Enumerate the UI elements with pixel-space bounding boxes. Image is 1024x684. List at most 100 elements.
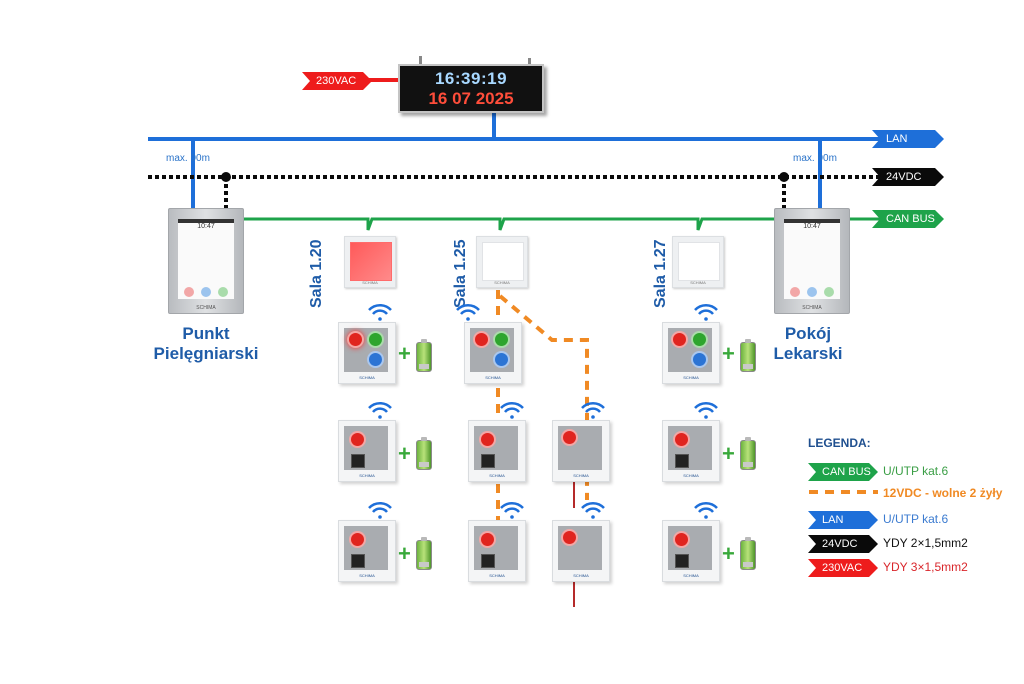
- wifi-icon: [456, 303, 480, 321]
- module-brand: SCHIMA: [485, 375, 501, 380]
- plus-icon: +: [398, 341, 411, 366]
- legend-dc12-line: [809, 490, 878, 494]
- room-module-1-20: SCHIMA: [338, 322, 396, 384]
- room-label-1-20: Sala 1.20: [308, 239, 325, 309]
- doctor-button-icon: [367, 351, 384, 368]
- module-brand: SCHIMA: [359, 573, 375, 578]
- doctor-title-line2: Lekarski: [773, 344, 843, 363]
- legend-can-tag: CAN BUS: [808, 463, 878, 481]
- module-brand: SCHIMA: [573, 573, 589, 578]
- doctor-button-icon: [493, 351, 510, 368]
- bathroom-pull-cord-point: SCHIMA: [552, 520, 610, 582]
- wifi-icon: [694, 303, 718, 321]
- panel-blue-icon: [807, 287, 817, 297]
- nurse-station-panel: 10:47 SCHIMA: [168, 208, 244, 314]
- battery-icon: [740, 437, 756, 470]
- wifi-icon: [500, 501, 524, 519]
- lamp-brand: SCHIMA: [690, 280, 706, 285]
- bed-call-point: SCHIMA: [468, 420, 526, 482]
- panel-screen-time: 10:47: [197, 223, 215, 230]
- presence-button-icon: [367, 331, 384, 348]
- nurse-call-socket-icon: [351, 554, 365, 568]
- nurse-title-line1: Punkt: [182, 324, 230, 343]
- doctor-room-panel: 10:47 SCHIMA: [774, 208, 850, 314]
- nurse-call-socket-icon: [481, 454, 495, 468]
- distance-label-doctor: max. 90m: [793, 153, 837, 164]
- module-brand: SCHIMA: [683, 375, 699, 380]
- nurse-call-socket-icon: [675, 454, 689, 468]
- display-date: 16 07 2025: [428, 89, 514, 108]
- wifi-icon: [368, 401, 392, 419]
- wifi-icon: [581, 501, 605, 519]
- led-clock-display: 16:39:19 16 07 2025: [398, 64, 544, 113]
- can-bus-line: [244, 217, 778, 231]
- module-brand: SCHIMA: [683, 573, 699, 578]
- legend-ac230-tag: 230VAC: [808, 559, 878, 577]
- legend-ac230-text: YDY 3×1,5mm2: [883, 560, 968, 574]
- lamp-brand: SCHIMA: [362, 280, 378, 285]
- panel-screen-time: 10:47: [803, 223, 821, 230]
- corridor-lamp-1-25: SCHIMA: [476, 236, 528, 288]
- doctor-room-title: Pokój Lekarski: [738, 324, 878, 364]
- call-button-icon: [561, 429, 578, 446]
- legend-lan-tag: LAN: [808, 511, 878, 529]
- bathroom-pull-cord-point: SCHIMA: [552, 420, 610, 482]
- room-module-1-27: SCHIMA: [662, 322, 720, 384]
- call-button-icon: [479, 531, 496, 548]
- module-brand: SCHIMA: [573, 473, 589, 478]
- panel-screen: [178, 219, 234, 299]
- plus-icon: +: [398, 541, 411, 566]
- module-brand: SCHIMA: [683, 473, 699, 478]
- wifi-icon: [368, 501, 392, 519]
- can-bus-tag: CAN BUS: [872, 210, 944, 228]
- panel-brand: SCHIMA: [196, 305, 216, 311]
- ac230-tag: 230VAC: [302, 72, 372, 90]
- display-time: 16:39:19: [434, 69, 508, 88]
- legend-dc24-text: YDY 2×1,5mm2: [883, 536, 968, 550]
- battery-icon: [416, 437, 432, 470]
- bed-call-point: SCHIMA: [468, 520, 526, 582]
- battery-icon: [416, 537, 432, 570]
- panel-green-icon: [824, 287, 834, 297]
- room-label-1-25: Sala 1.25: [452, 239, 469, 309]
- call-button-icon: [671, 331, 688, 348]
- nurse-call-socket-icon: [351, 454, 365, 468]
- wifi-icon: [581, 401, 605, 419]
- legend-dc12-text: 12VDC - wolne 2 żyły: [883, 486, 1003, 500]
- call-button-icon: [349, 531, 366, 548]
- doctor-title-line1: Pokój: [784, 324, 832, 343]
- bed-call-point: SCHIMA: [662, 420, 720, 482]
- module-brand: SCHIMA: [489, 573, 505, 578]
- panel-red-icon: [184, 287, 194, 297]
- legend-lan-text: U/UTP kat.6: [883, 512, 949, 526]
- panel-green-icon: [218, 287, 228, 297]
- display-mount-left: [419, 56, 422, 64]
- room-module-1-25: SCHIMA: [464, 322, 522, 384]
- corridor-lamp-1-20: SCHIMA: [344, 236, 396, 288]
- bed-call-point: SCHIMA: [338, 520, 396, 582]
- module-brand: SCHIMA: [359, 473, 375, 478]
- wifi-icon: [694, 501, 718, 519]
- display-mount-right: [528, 58, 531, 66]
- call-button-icon: [673, 431, 690, 448]
- corridor-lamp-1-27: SCHIMA: [672, 236, 724, 288]
- nurse-call-socket-icon: [481, 554, 495, 568]
- call-button-icon: [673, 531, 690, 548]
- lan-bus-tag: LAN: [872, 130, 944, 148]
- legend-dc24-tag: 24VDC: [808, 535, 878, 553]
- nurse-title-line2: Pielęgniarski: [153, 344, 259, 363]
- wifi-icon: [694, 401, 718, 419]
- plus-icon: +: [722, 341, 735, 366]
- room-label-1-27: Sala 1.27: [652, 239, 669, 309]
- panel-blue-icon: [201, 287, 211, 297]
- call-button-icon: [479, 431, 496, 448]
- nurse-station-title: Punkt Pielęgniarski: [126, 324, 286, 364]
- call-button-icon: [347, 331, 364, 348]
- plus-icon: +: [722, 441, 735, 466]
- legend-can-text: U/UTP kat.6: [883, 464, 949, 478]
- wifi-icon: [500, 401, 524, 419]
- wifi-icon: [368, 303, 392, 321]
- module-brand: SCHIMA: [489, 473, 505, 478]
